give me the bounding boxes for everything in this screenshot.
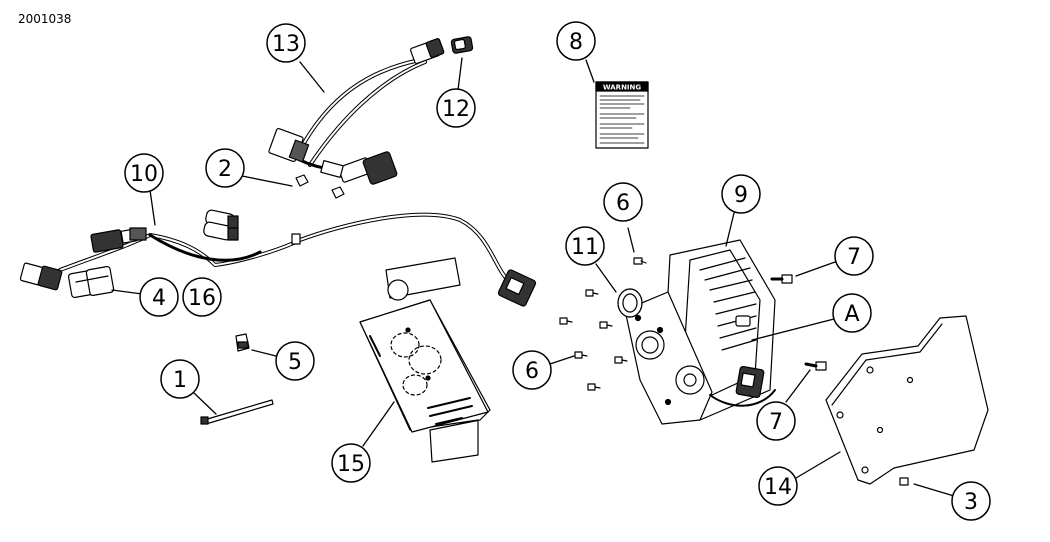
callout-5: 5 (275, 341, 315, 381)
callout-6-top-label: 6 (616, 191, 630, 216)
callout-6-top: 6 (603, 182, 643, 222)
callout-8: 8 (556, 21, 596, 61)
warning-label-8 (595, 81, 649, 149)
callout-12: 12 (436, 88, 476, 128)
callout-16-label: 16 (188, 286, 216, 311)
leader-lines (111, 57, 955, 497)
callout-A: A (832, 293, 872, 333)
callout-14-label: 14 (764, 475, 792, 500)
callout-6-bottom: 6 (512, 350, 552, 390)
callout-7-top: 7 (834, 236, 874, 276)
callout-3-label: 3 (964, 490, 978, 515)
bolts-7 (770, 274, 827, 371)
template-15 (359, 257, 491, 463)
callout-9: 9 (721, 174, 761, 214)
cap-11 (617, 288, 643, 318)
callout-16: 16 (182, 277, 222, 317)
callout-7-bottom: 7 (756, 401, 796, 441)
callout-2: 2 (205, 148, 245, 188)
warning-label-heading: WARNING (603, 84, 642, 92)
callout-3: 3 (951, 481, 991, 521)
screws-6 (559, 257, 647, 391)
callout-11-label: 11 (571, 235, 599, 260)
callout-1-label: 1 (173, 368, 187, 393)
callout-15: 15 (331, 443, 371, 483)
clip-5 (235, 333, 250, 352)
plug-12 (450, 36, 474, 54)
cable-tie-1 (200, 399, 274, 425)
harness-10 (19, 209, 537, 307)
callout-8-label: 8 (569, 30, 583, 55)
callout-7-top-label: 7 (847, 245, 861, 270)
callout-9-label: 9 (734, 183, 748, 208)
callout-15-label: 15 (337, 452, 365, 477)
callout-A-label: A (844, 302, 859, 327)
callout-7-bottom-label: 7 (769, 410, 783, 435)
nut-3 (899, 477, 909, 486)
callout-14: 14 (758, 466, 798, 506)
callout-2-label: 2 (218, 157, 232, 182)
cover-14 (825, 315, 989, 485)
callout-6-bottom-label: 6 (525, 359, 539, 384)
callout-12-label: 12 (442, 97, 470, 122)
drawing-number: 2001038 (18, 12, 72, 26)
clips-2 (295, 174, 345, 199)
callout-4: 4 (139, 277, 179, 317)
callout-13-label: 13 (272, 32, 300, 57)
callout-10: 10 (124, 153, 164, 193)
callout-5-label: 5 (288, 350, 302, 375)
callouts: 13 12 8 2 10 4 16 5 1 15 6 11 6 9 7 A 7 … (124, 21, 991, 521)
callout-11: 11 (565, 226, 605, 266)
harness-13 (268, 38, 445, 185)
housing-9 (624, 239, 776, 425)
connectors-4 (67, 265, 115, 299)
callout-1: 1 (160, 359, 200, 399)
callout-13: 13 (266, 23, 306, 63)
callout-10-label: 10 (130, 162, 158, 187)
callout-4-label: 4 (152, 286, 166, 311)
